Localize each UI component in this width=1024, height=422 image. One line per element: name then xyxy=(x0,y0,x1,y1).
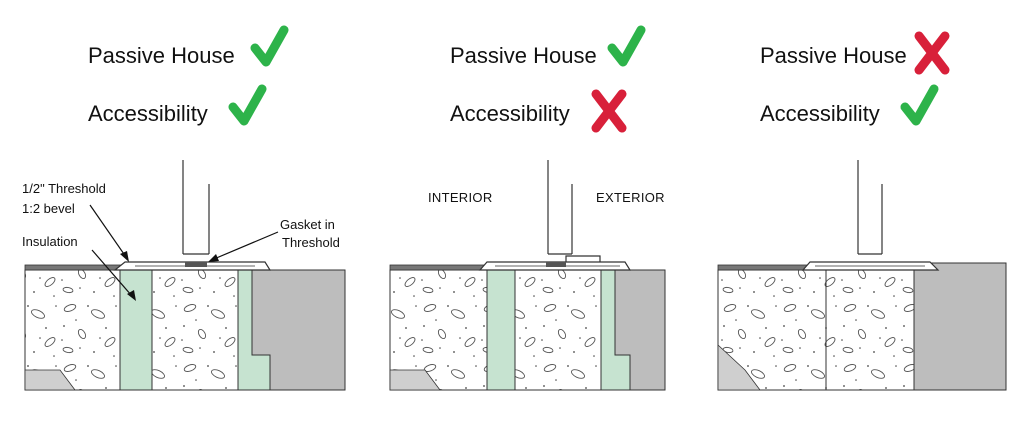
passive-house-label: Passive House xyxy=(88,43,235,68)
threshold-section-2 xyxy=(389,160,666,391)
cross-icon xyxy=(914,31,950,75)
exterior-label: EXTERIOR xyxy=(596,190,665,205)
check-icon xyxy=(607,25,646,67)
gasket-annotation-line1: Gasket in xyxy=(280,217,335,232)
check-icon xyxy=(250,25,289,67)
cross-icon xyxy=(591,89,627,133)
accessibility-label: Accessibility xyxy=(450,101,570,126)
accessibility-label: Accessibility xyxy=(88,101,208,126)
check-icon xyxy=(900,84,939,126)
interior-label: INTERIOR xyxy=(428,190,493,205)
panel-3: Passive House Accessibility xyxy=(717,31,1007,391)
threshold-section-1 xyxy=(24,160,346,391)
passive-house-label: Passive House xyxy=(760,43,907,68)
panel-1: Passive House Accessibility xyxy=(22,25,346,391)
gasket-leader-arrow xyxy=(208,231,279,262)
insulation-annotation: Insulation xyxy=(22,234,78,249)
check-icon xyxy=(228,84,267,126)
threshold-leader-arrow xyxy=(89,204,129,262)
threshold-annotation: 1/2" Threshold xyxy=(22,181,106,196)
passive-house-label: Passive House xyxy=(450,43,597,68)
bevel-annotation: 1:2 bevel xyxy=(22,201,75,216)
panel-2: Passive House Accessibility INTERIOR EXT… xyxy=(389,25,666,391)
insulation-leader-arrow xyxy=(91,249,136,301)
gasket-annotation-line2: Threshold xyxy=(282,235,340,250)
threshold-section-3 xyxy=(717,160,1007,391)
accessibility-label: Accessibility xyxy=(760,101,880,126)
